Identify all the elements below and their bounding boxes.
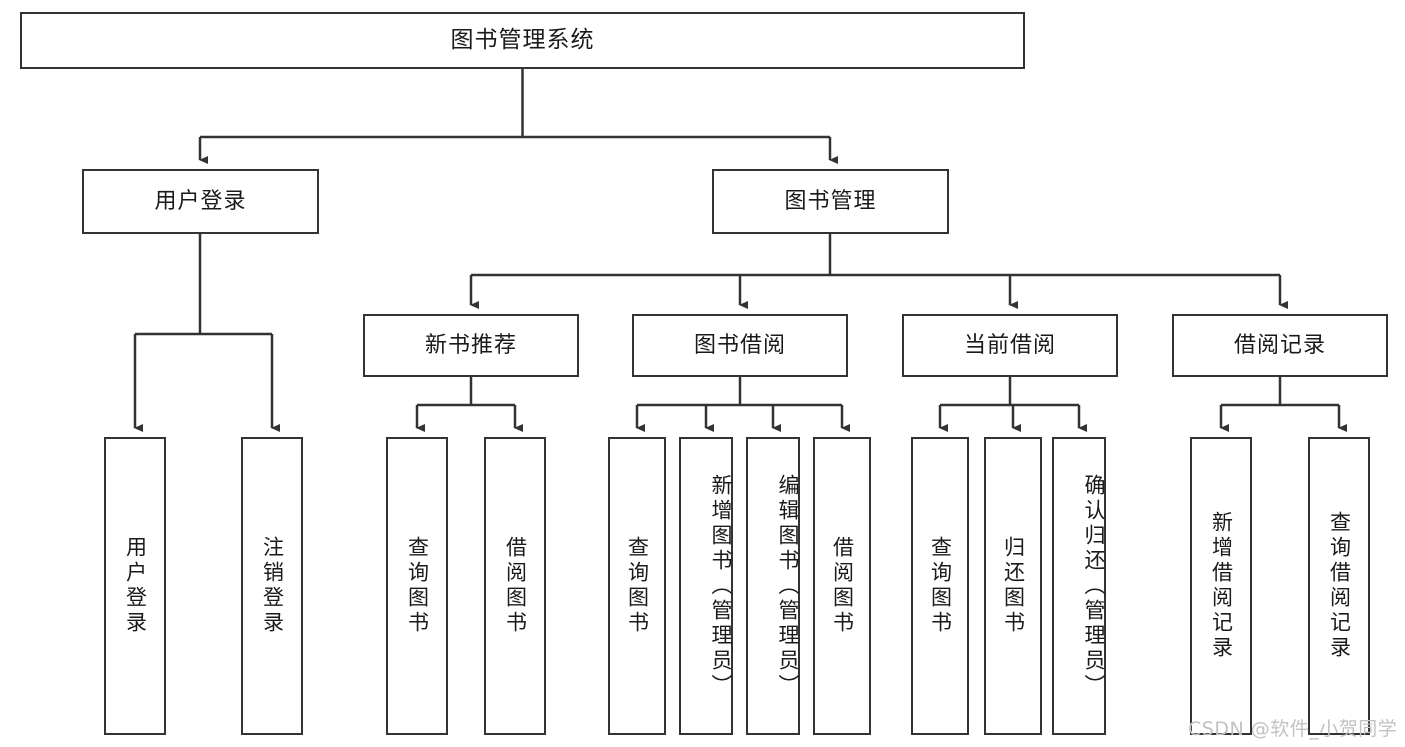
node-current-borrow-label: 当前借阅	[963, 332, 1056, 358]
node-leaf-logout-label: 注销登录	[260, 536, 285, 636]
node-leaf-edit-book[interactable]: 编辑图书（管理员）	[746, 437, 800, 735]
node-root-label: 图书管理系统	[450, 27, 595, 53]
node-leaf-query-record[interactable]: 查询借阅记录	[1308, 437, 1370, 735]
node-leaf-add-record[interactable]: 新增借阅记录	[1190, 437, 1252, 735]
csdn-watermark: CSDN @软件_小贺同学	[1188, 718, 1398, 740]
node-leaf-query-book-2[interactable]: 查询图书	[608, 437, 666, 735]
node-leaf-confirm-return-label: 确认归还（管理员）	[1082, 473, 1106, 699]
node-leaf-borrow-book-1[interactable]: 借阅图书	[484, 437, 546, 735]
node-book-borrow-label: 图书借阅	[693, 332, 786, 358]
node-root[interactable]: 图书管理系统	[20, 12, 1025, 69]
node-leaf-borrow-book-1-label: 借阅图书	[503, 536, 528, 636]
node-leaf-return-book-label: 归还图书	[1001, 536, 1026, 636]
node-leaf-query-book-3[interactable]: 查询图书	[911, 437, 969, 735]
node-leaf-borrow-book-2[interactable]: 借阅图书	[813, 437, 871, 735]
node-book-manage-label: 图书管理	[784, 188, 877, 214]
node-user-login[interactable]: 用户登录	[82, 169, 319, 234]
node-leaf-add-book[interactable]: 新增图书（管理员）	[679, 437, 733, 735]
node-book-manage[interactable]: 图书管理	[712, 169, 949, 234]
node-leaf-query-book-3-label: 查询图书	[928, 536, 953, 636]
node-leaf-query-book-1[interactable]: 查询图书	[386, 437, 448, 735]
node-new-book-recommend[interactable]: 新书推荐	[363, 314, 579, 377]
node-leaf-add-book-label: 新增图书（管理员）	[709, 473, 733, 699]
node-borrow-record[interactable]: 借阅记录	[1172, 314, 1388, 377]
node-leaf-user-login[interactable]: 用户登录	[104, 437, 166, 735]
node-leaf-query-record-label: 查询借阅记录	[1327, 511, 1352, 661]
node-leaf-edit-book-label: 编辑图书（管理员）	[776, 473, 800, 699]
node-user-login-label: 用户登录	[154, 188, 247, 214]
node-book-borrow[interactable]: 图书借阅	[632, 314, 848, 377]
node-borrow-record-label: 借阅记录	[1233, 332, 1326, 358]
node-leaf-logout[interactable]: 注销登录	[241, 437, 303, 735]
node-leaf-query-book-2-label: 查询图书	[625, 536, 650, 636]
node-leaf-query-book-1-label: 查询图书	[405, 536, 430, 636]
node-leaf-confirm-return[interactable]: 确认归还（管理员）	[1052, 437, 1106, 735]
node-leaf-borrow-book-2-label: 借阅图书	[830, 536, 855, 636]
node-leaf-user-login-label: 用户登录	[123, 536, 148, 636]
node-leaf-add-record-label: 新增借阅记录	[1209, 511, 1234, 661]
node-leaf-return-book[interactable]: 归还图书	[984, 437, 1042, 735]
node-new-book-recommend-label: 新书推荐	[424, 332, 517, 358]
node-current-borrow[interactable]: 当前借阅	[902, 314, 1118, 377]
